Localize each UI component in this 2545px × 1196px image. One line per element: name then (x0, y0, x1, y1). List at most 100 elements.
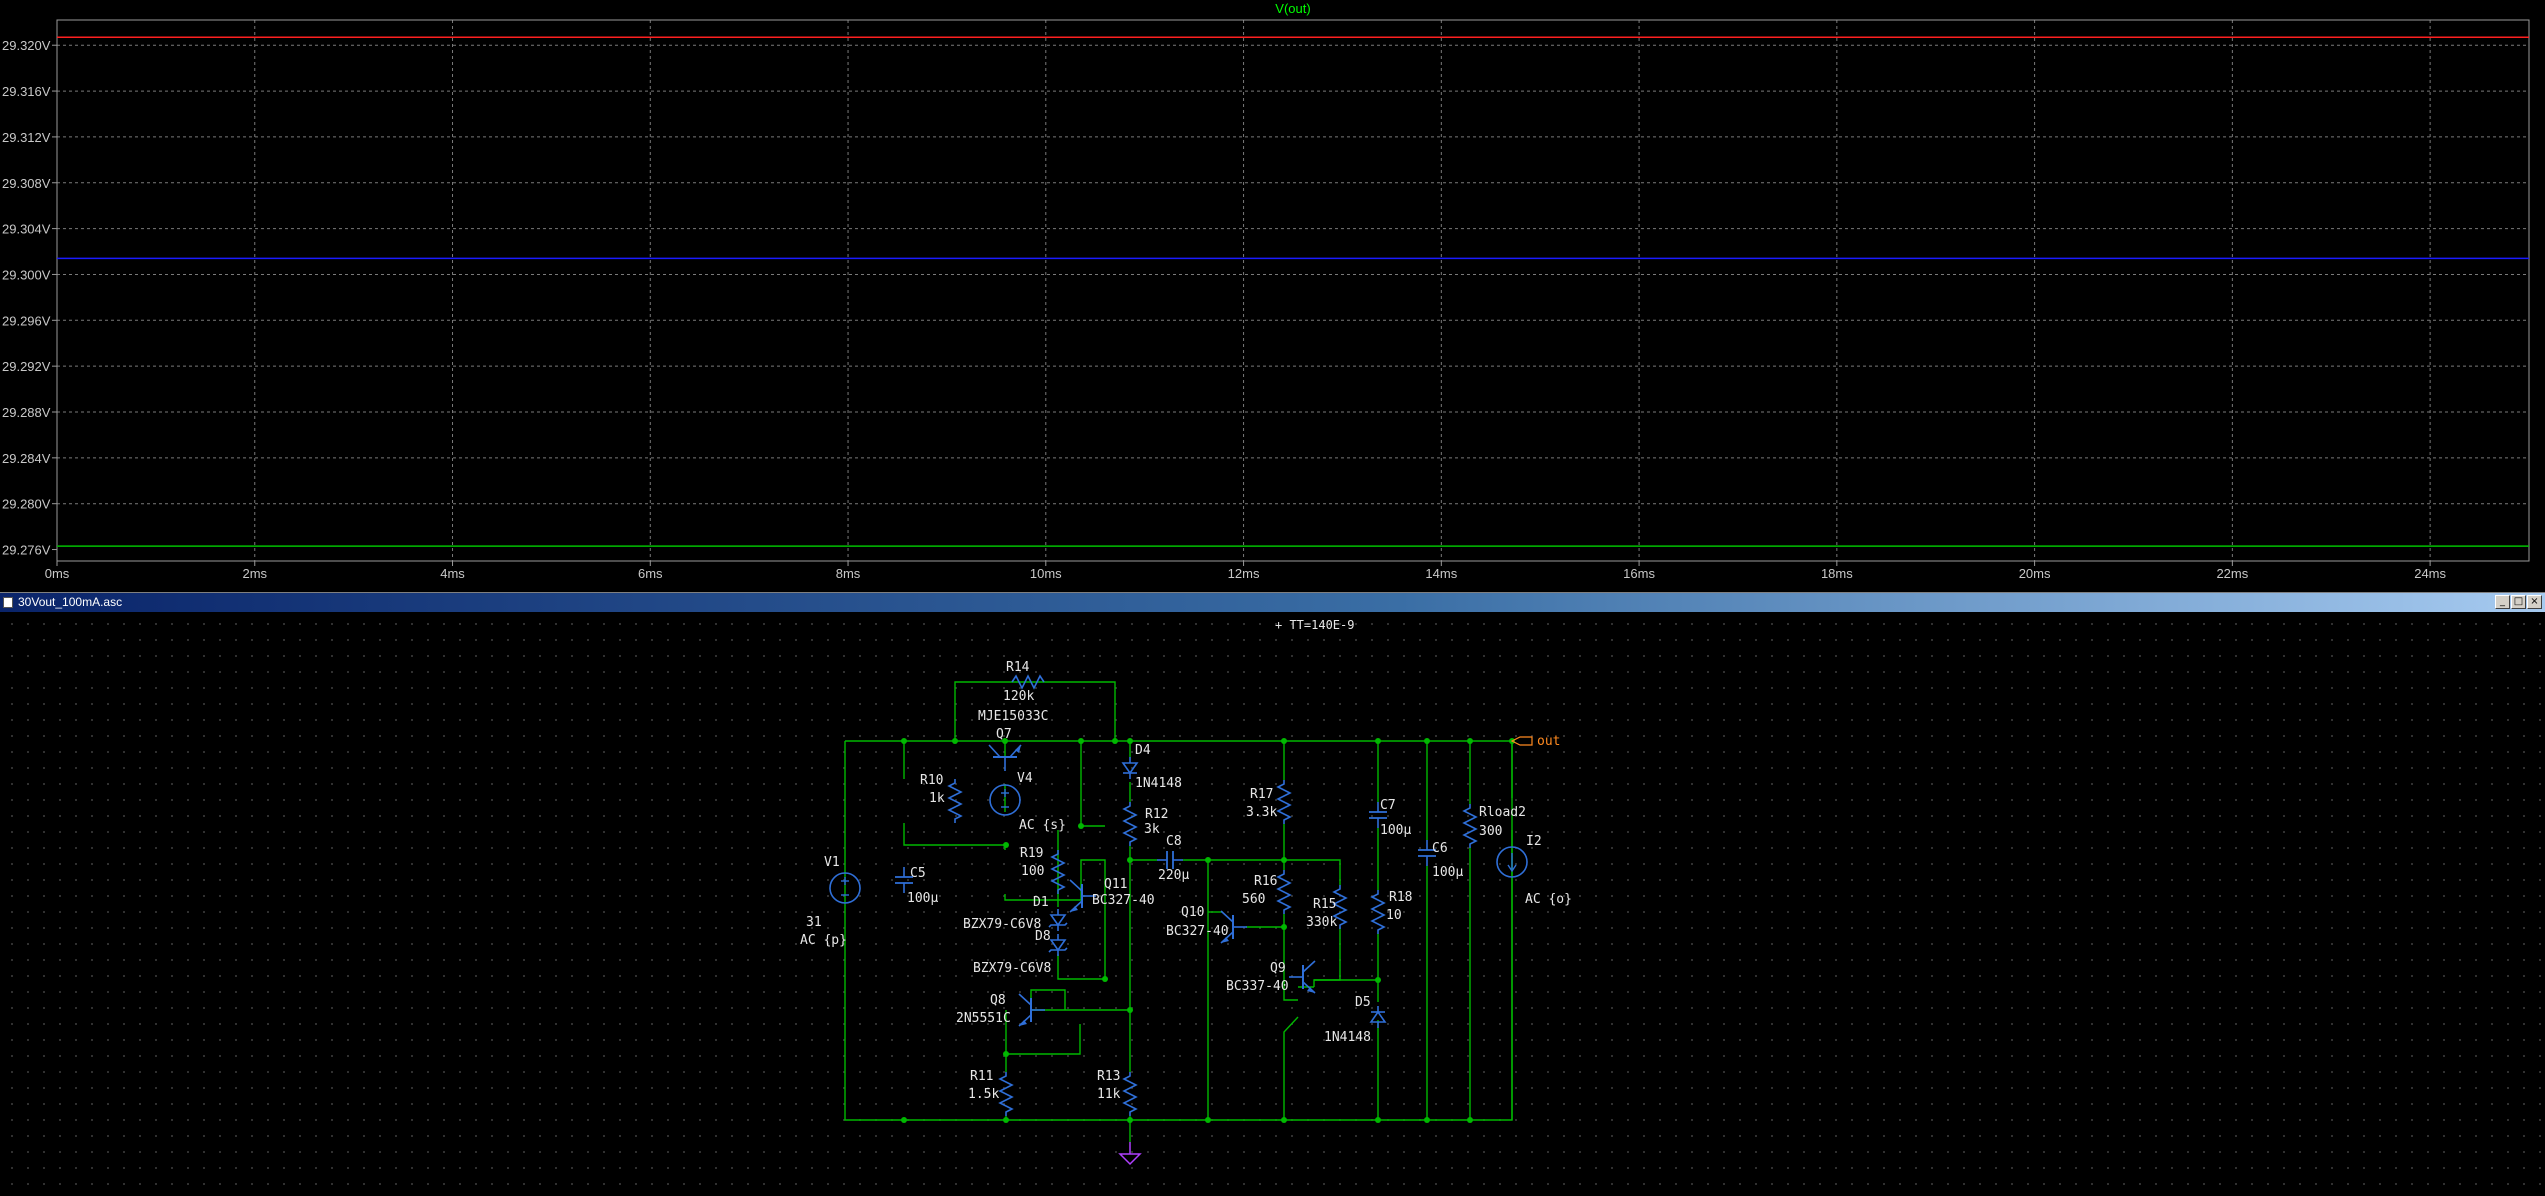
x-tick-label: 4ms (440, 566, 465, 581)
i2-name: I2 (1526, 834, 1542, 849)
y-tick-label: 29.312V (2, 130, 51, 145)
waveform-plot-pane[interactable]: 29.320V 29.316V 29.312V 29.308V 29.304V 29.30… (0, 0, 2545, 592)
d1-model: BZX79-C6V8 (963, 917, 1041, 932)
d5-name: D5 (1355, 995, 1371, 1010)
x-tick-label: 2ms (242, 566, 267, 581)
capacitor-c8-symbol[interactable] (1157, 851, 1183, 869)
trace-label-vout[interactable]: V(out) (1275, 1, 1310, 16)
schematic-window-title: 30Vout_100mA.asc (18, 595, 123, 609)
y-tick-label: 29.276V (2, 543, 51, 558)
v1-ac: AC {p} (800, 933, 847, 948)
resistor-rload2-symbol[interactable] (1463, 803, 1477, 849)
net-flag-out[interactable]: out (1510, 734, 1560, 749)
y-tick-label: 29.320V (2, 38, 51, 53)
resistor-r11-symbol[interactable] (999, 1071, 1013, 1117)
q9-name: Q9 (1270, 961, 1286, 976)
resistor-r12-symbol[interactable] (1123, 801, 1137, 847)
ground-symbol (1118, 1142, 1142, 1166)
c5-name: C5 (910, 866, 926, 881)
r19-value: 100 (1021, 864, 1044, 879)
c8-value: 220µ (1158, 868, 1189, 883)
v4-value: AC {s} (1019, 818, 1066, 833)
junction-dots (901, 738, 1515, 1123)
transistor-q9-symbol[interactable] (1288, 960, 1316, 994)
r17-name: R17 (1250, 787, 1273, 802)
d5-model: 1N4148 (1324, 1030, 1371, 1045)
x-tick-label: 8ms (836, 566, 861, 581)
minimize-button[interactable]: _ (2495, 595, 2510, 609)
r12-value: 3k (1144, 822, 1160, 837)
transistor-q8-symbol[interactable] (1018, 993, 1046, 1027)
resistor-r13-symbol[interactable] (1123, 1071, 1137, 1117)
r17-value: 3.3k (1246, 805, 1277, 820)
y-tick-label: 29.288V (2, 405, 51, 420)
y-tick-label: 29.292V (2, 359, 51, 374)
spice-directive[interactable]: + TT=140E-9 (1275, 618, 1354, 632)
r11-value: 1.5k (968, 1087, 999, 1102)
r15-name: R15 (1313, 897, 1336, 912)
v4-name: V4 (1017, 771, 1033, 786)
resistor-r18-symbol[interactable] (1371, 889, 1385, 935)
d1-name: D1 (1033, 895, 1049, 910)
x-tick-label: 0ms (45, 566, 70, 581)
d4-model: 1N4148 (1135, 776, 1182, 791)
r10-value: 1k (929, 791, 945, 806)
close-button[interactable]: × (2527, 595, 2542, 609)
y-axis-ticks: 29.320V 29.316V 29.312V 29.308V 29.304V 29.30… (2, 38, 57, 558)
c8-name: C8 (1166, 834, 1182, 849)
y-tick-label: 29.280V (2, 497, 51, 512)
q7-model: MJE15033C (978, 709, 1048, 724)
r18-value: 10 (1386, 908, 1402, 923)
y-tick-label: 29.284V (2, 451, 51, 466)
y-tick-label: 29.308V (2, 176, 51, 191)
schematic-doc-icon (3, 597, 13, 608)
y-tick-label: 29.300V (2, 267, 51, 282)
resistor-r14-symbol[interactable] (1011, 674, 1045, 690)
r14-name: R14 (1006, 660, 1030, 675)
y-tick-label: 29.296V (2, 313, 51, 328)
component-labels: R14 120k MJE15033C Q7 R10 1k V4 AC {s} D… (800, 660, 1572, 1102)
waveform-plot[interactable]: 29.320V 29.316V 29.312V 29.308V 29.304V 29.30… (0, 0, 2545, 592)
y-tick-label: 29.304V (2, 222, 51, 237)
diode-d5-symbol[interactable] (1370, 1005, 1386, 1029)
r19-name: R19 (1020, 846, 1043, 861)
r13-name: R13 (1097, 1069, 1120, 1084)
schematic-canvas[interactable]: out + TT=140E-9 R14 120k MJE15033C Q7 R1… (0, 612, 2545, 1196)
x-tick-label: 14ms (1425, 566, 1457, 581)
c6-value: 100µ (1432, 865, 1463, 880)
r13-value: 11k (1097, 1087, 1121, 1102)
v1-name: V1 (824, 855, 840, 870)
resistor-r10-symbol[interactable] (948, 778, 962, 824)
d8-model: BZX79-C6V8 (973, 961, 1051, 976)
zener-d1-symbol[interactable] (1048, 908, 1068, 932)
q7-name: Q7 (996, 727, 1012, 742)
c6-name: C6 (1432, 841, 1448, 856)
v1-value: 31 (806, 915, 822, 930)
q11-model: BC327-40 (1092, 893, 1155, 908)
resistor-r16-symbol[interactable] (1277, 869, 1291, 915)
x-tick-label: 12ms (1228, 566, 1260, 581)
r11-name: R11 (970, 1069, 993, 1084)
x-tick-label: 6ms (638, 566, 663, 581)
r15-value: 330k (1306, 915, 1337, 930)
c5-value: 100µ (907, 891, 938, 906)
schematic-window-titlebar[interactable]: 30Vout_100mA.asc _ □ × (0, 592, 2545, 613)
r12-name: R12 (1145, 807, 1168, 822)
y-tick-label: 29.316V (2, 84, 51, 99)
d4-name: D4 (1135, 743, 1151, 758)
maximize-button[interactable]: □ (2511, 595, 2526, 609)
schematic-wires (844, 681, 1513, 1142)
schematic-drawing[interactable]: out + TT=140E-9 R14 120k MJE15033C Q7 R1… (0, 612, 2545, 1196)
q8-name: Q8 (990, 993, 1006, 1008)
q10-name: Q10 (1181, 905, 1204, 920)
plot-frame (56, 19, 2530, 562)
c7-value: 100µ (1380, 823, 1411, 838)
r18-name: R18 (1389, 890, 1412, 905)
r10-name: R10 (920, 773, 943, 788)
plot-traces (57, 36, 2529, 547)
q10-model: BC327-40 (1166, 924, 1229, 939)
i2-value: AC {o} (1525, 892, 1572, 907)
resistor-r17-symbol[interactable] (1277, 779, 1291, 825)
zener-d8-symbol[interactable] (1048, 933, 1068, 957)
